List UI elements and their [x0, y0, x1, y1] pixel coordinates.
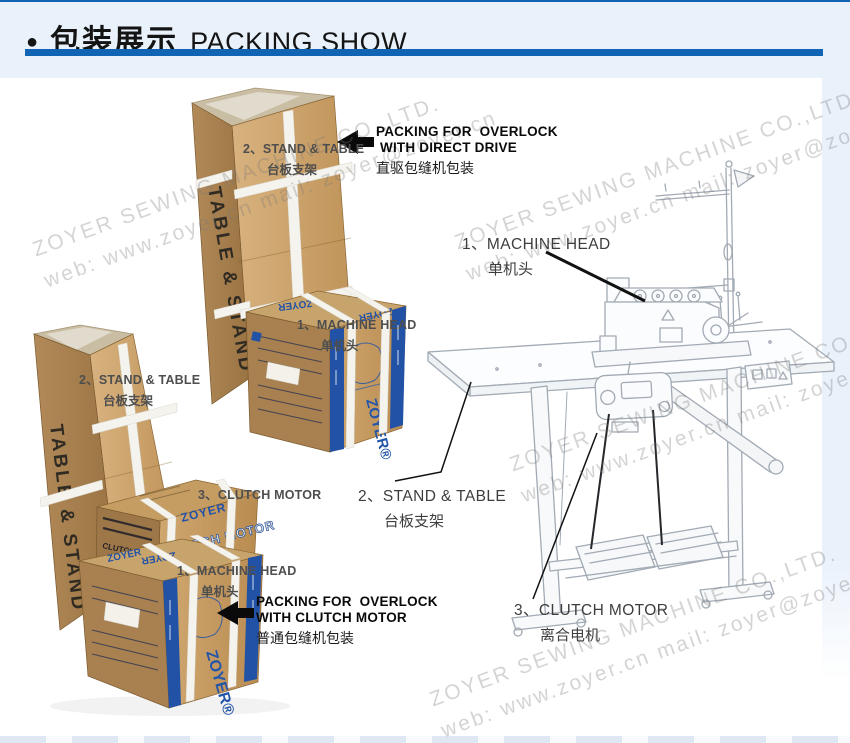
box-label-stand-table-top: 2、STAND & TABLE 台板支架	[243, 142, 365, 177]
box-label-stand-table-bottom: 2、STAND & TABLE 台板支架	[79, 373, 201, 408]
header-underline	[25, 49, 823, 56]
bullet-icon: ●	[26, 31, 39, 53]
upper-box-stack: TABLE & STAND ZOYE	[191, 87, 407, 462]
page-right-margin	[822, 0, 850, 680]
arrow-left-icon	[217, 601, 254, 625]
label-clutch-motor: 3、CLUTCH MOTOR 离合电机	[514, 602, 669, 644]
lower-box-stack: TABLE & STAND ZOYER CLUTCH MOTOR CLUTCH …	[32, 324, 290, 718]
callout-clutch-motor: PACKING FOR OVERLOCK WITH CLUTCH MOTOR 普…	[256, 594, 438, 646]
box-label-machine-head-top: 1、MACHINE HEAD 单机头	[297, 318, 417, 353]
header-top-rule	[0, 0, 850, 2]
header-band	[0, 2, 850, 78]
bottom-accent-bar	[0, 736, 850, 743]
sewing-machine-sketch	[427, 160, 835, 637]
callout-pointer-lines	[394, 250, 646, 600]
arrow-left-icon	[337, 130, 374, 154]
pedal-chains	[590, 409, 663, 550]
callout-direct-drive: PACKING FOR OVERLOCK WITH DIRECT DRIVE 直…	[376, 124, 558, 176]
box-label-clutch-motor-bottom: 3、CLUTCH MOTOR	[198, 488, 322, 502]
zoyer-print: ZOYER	[277, 297, 313, 312]
box-label-machine-head-bottom: 1、MACHINE HEAD 单机头	[177, 564, 297, 599]
label-stand-table: 2、STAND & TABLE 台板支架	[358, 488, 507, 530]
label-machine-head: 1、MACHINE HEAD 单机头	[462, 236, 611, 278]
